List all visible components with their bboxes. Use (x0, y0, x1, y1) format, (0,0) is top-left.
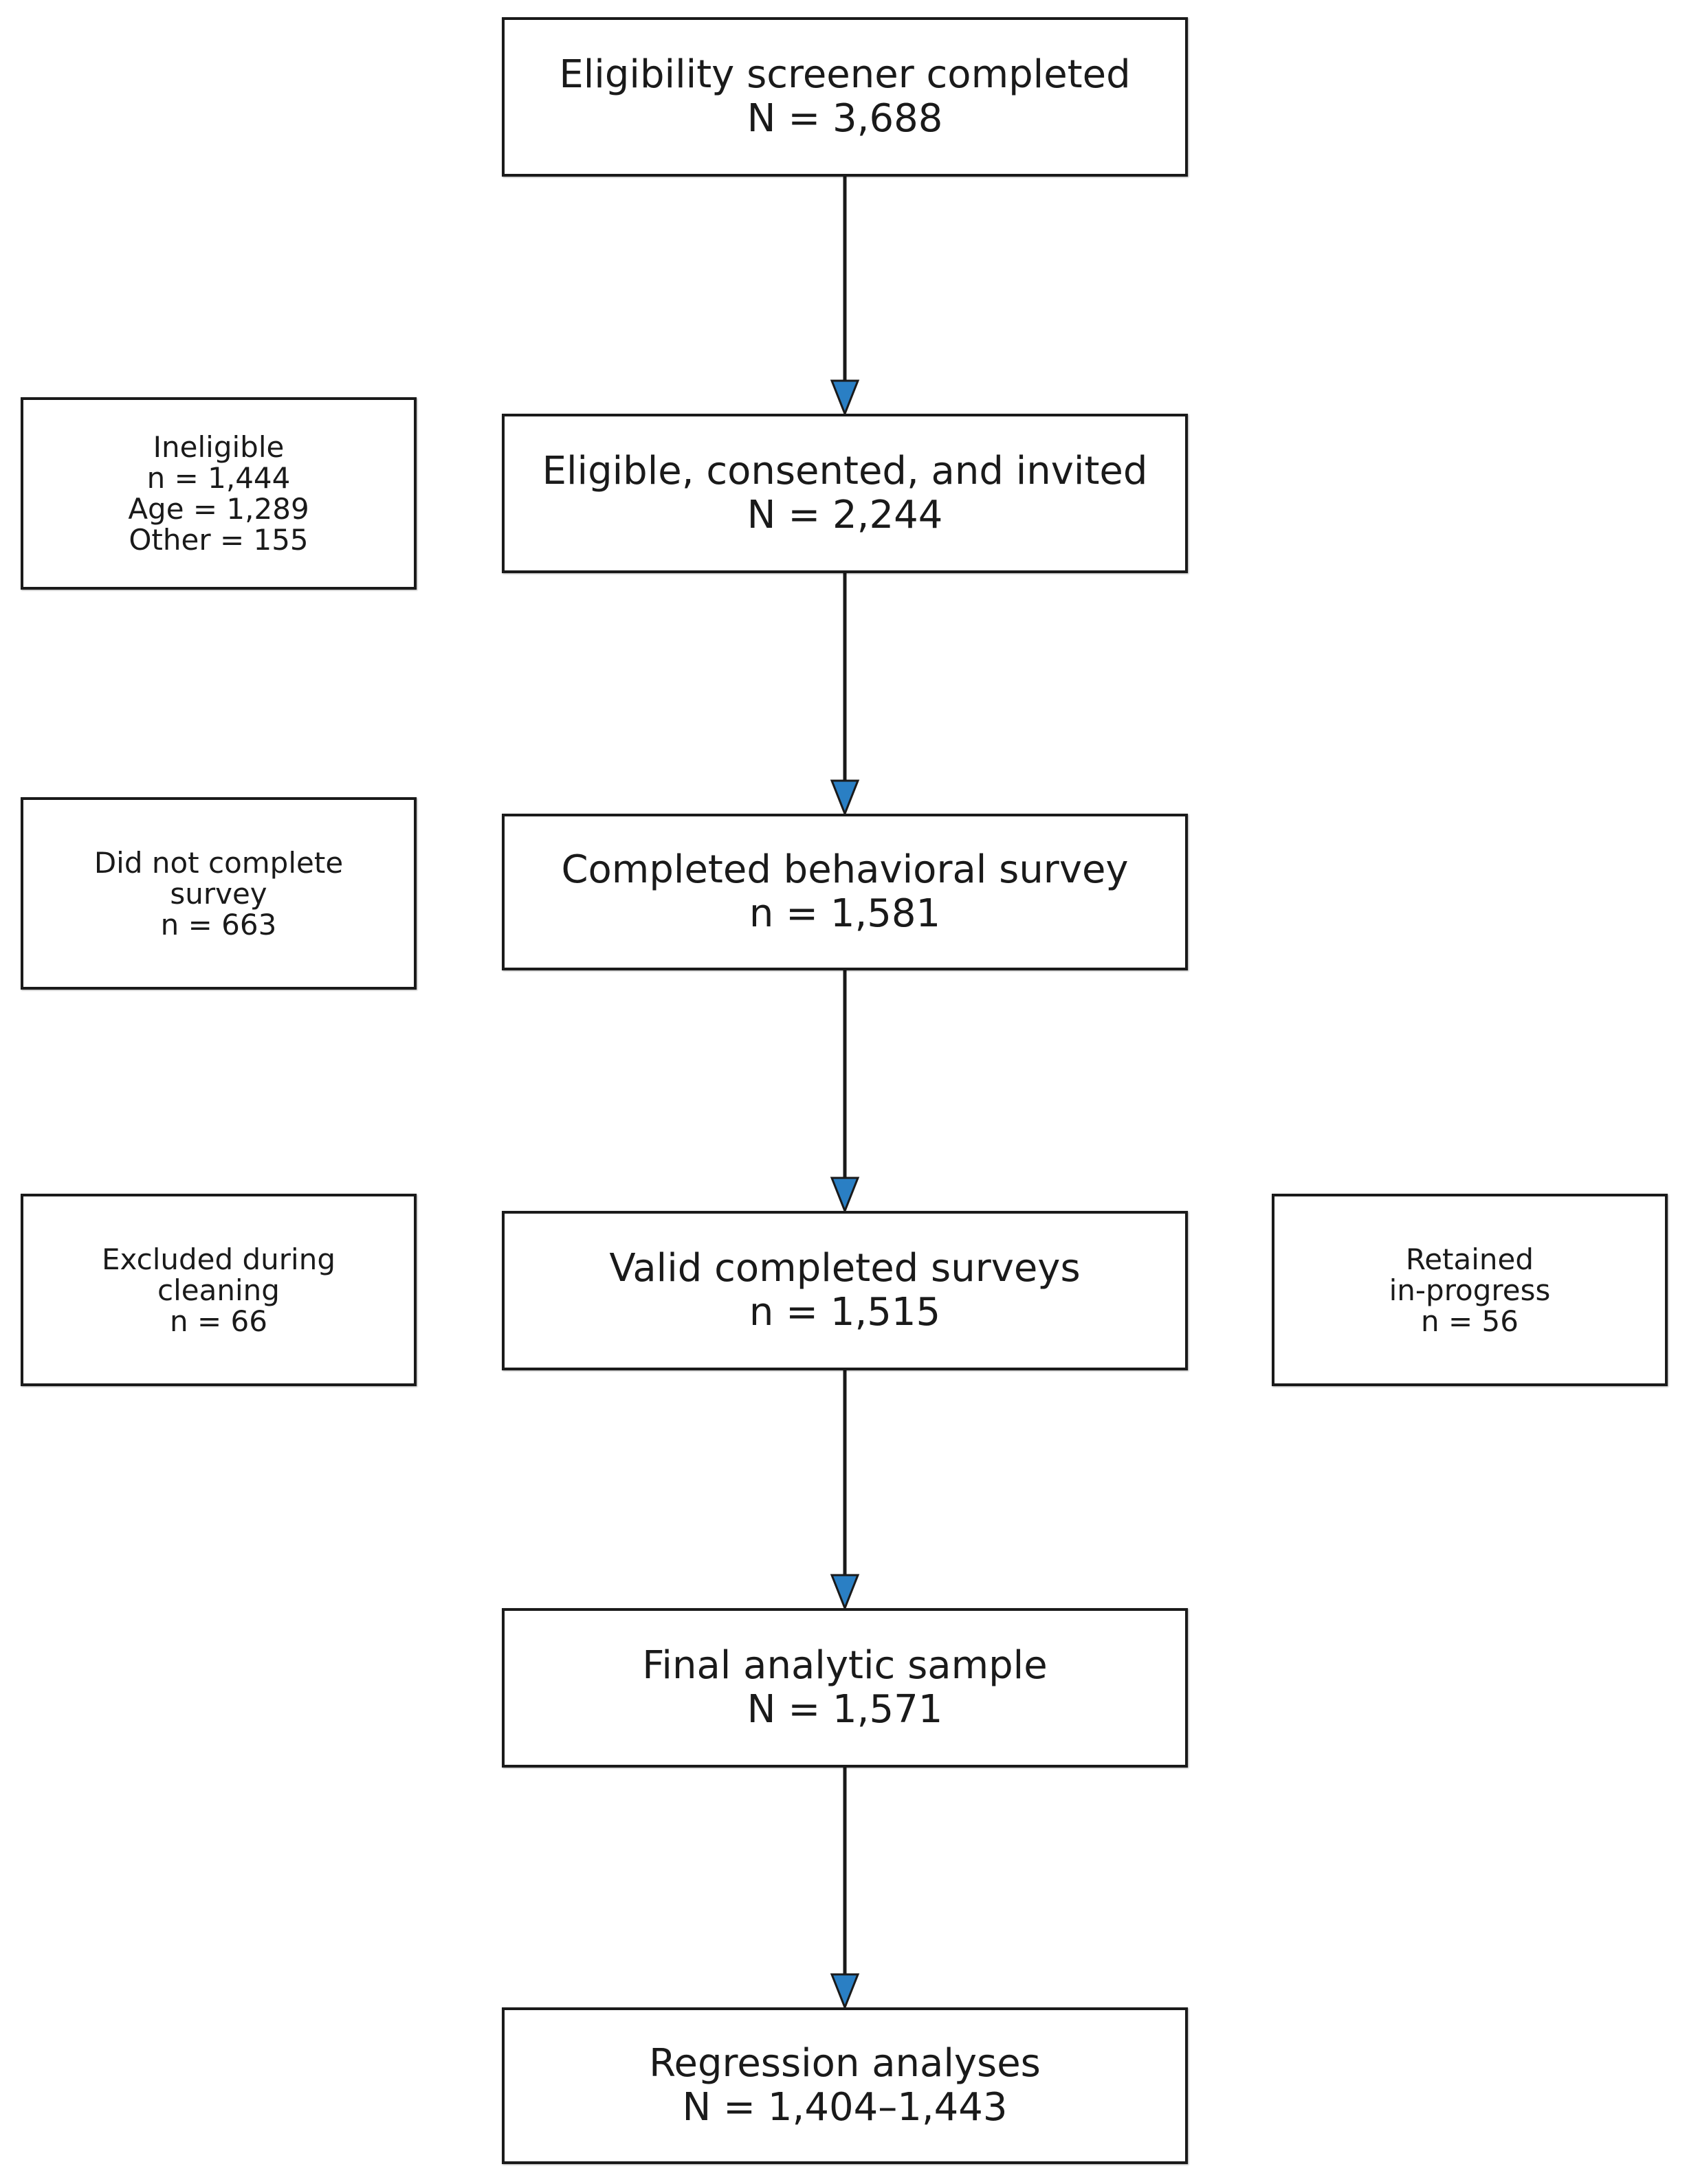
addition-in-progress-label-2: in-progress (1389, 1273, 1551, 1307)
step-regression-label: Regression analyses (649, 2041, 1041, 2086)
step-valid-surveys: Valid completed surveys n = 1,515 (502, 1211, 1188, 1370)
exclusion-ineligible-other: Other = 155 (129, 523, 309, 557)
addition-in-progress-label: Retained (1405, 1242, 1534, 1276)
arrowhead (830, 1973, 860, 2011)
addition-in-progress-count: n = 56 (1421, 1304, 1519, 1338)
step-screener-label: Eligibility screener completed (559, 52, 1131, 97)
step-regression-count: N = 1,404–1,443 (682, 2085, 1008, 2130)
exclusion-incomplete-label: Did not complete (93, 845, 344, 880)
exclusion-incomplete-count: n = 663 (160, 907, 277, 941)
addition-in-progress: Retained in-progress n = 56 (1272, 1194, 1668, 1386)
step-screener: Eligibility screener completed N = 3,688 (502, 17, 1188, 177)
step-screener-count: N = 3,688 (747, 96, 943, 141)
step-final-sample: Final analytic sample N = 1,571 (502, 1608, 1188, 1768)
exclusion-ineligible-age: Age = 1,289 (128, 492, 309, 526)
arrowhead (830, 779, 860, 817)
step-eligible-count: N = 2,244 (747, 493, 943, 537)
step-valid-surveys-label: Valid completed surveys (609, 1246, 1081, 1291)
exclusion-cleaning-count: n = 66 (170, 1304, 267, 1338)
connectors (830, 177, 860, 2011)
arrowhead (830, 1177, 860, 1214)
exclusion-ineligible-count: n = 1,444 (146, 461, 291, 495)
exclusion-ineligible-label: Ineligible (153, 430, 285, 464)
arrowhead (830, 379, 860, 417)
exclusion-incomplete: Did not complete survey n = 663 (21, 797, 417, 990)
step-completed-survey-count: n = 1,581 (749, 891, 941, 936)
exclusion-incomplete-label-2: survey (170, 876, 267, 911)
arrowhead (830, 1574, 860, 1612)
step-final-sample-count: N = 1,571 (747, 1687, 943, 1732)
step-eligible-label: Eligible, consented, and invited (542, 449, 1148, 493)
exclusion-cleaning-label: Excluded during (101, 1242, 336, 1276)
step-final-sample-label: Final analytic sample (642, 1643, 1048, 1688)
step-completed-survey-label: Completed behavioral survey (561, 847, 1129, 892)
exclusion-cleaning: Excluded during cleaning n = 66 (21, 1194, 417, 1386)
step-regression: Regression analyses N = 1,404–1,443 (502, 2007, 1188, 2164)
step-completed-survey: Completed behavioral survey n = 1,581 (502, 814, 1188, 970)
step-eligible: Eligible, consented, and invited N = 2,2… (502, 414, 1188, 573)
exclusion-cleaning-label-2: cleaning (157, 1273, 280, 1307)
exclusion-ineligible: Ineligible n = 1,444 Age = 1,289 Other =… (21, 397, 417, 590)
step-valid-surveys-count: n = 1,515 (749, 1290, 941, 1335)
